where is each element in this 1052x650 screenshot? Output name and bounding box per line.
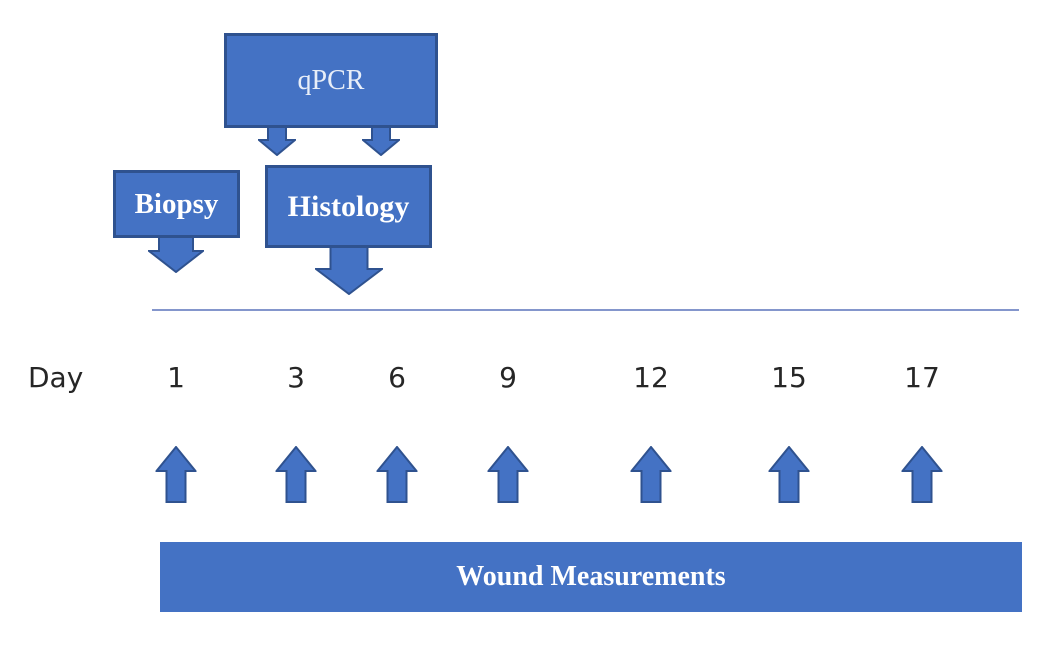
up-arrow-icon	[155, 446, 197, 503]
up-arrow-icon	[487, 446, 529, 503]
day-tick-17: 17	[904, 361, 940, 394]
day-tick-9: 9	[499, 361, 517, 394]
up-arrow-icon	[630, 446, 672, 503]
histology-box-label: Histology	[287, 189, 410, 223]
day-tick-6: 6	[388, 361, 406, 394]
down-arrow-icon	[362, 126, 400, 156]
day-tick-3: 3	[287, 361, 305, 394]
timeline-line	[152, 309, 1019, 311]
day-axis-label: Day	[28, 361, 84, 394]
wound-measurements-label: Wound Measurements	[456, 561, 726, 592]
wound-measurements-bar: Wound Measurements	[160, 542, 1022, 612]
day-tick-12: 12	[633, 361, 669, 394]
qpcr-box-label: qPCR	[297, 64, 365, 96]
down-arrow-icon	[148, 236, 204, 273]
down-arrow-icon	[258, 126, 296, 156]
up-arrow-icon	[768, 446, 810, 503]
histology-box: Histology	[265, 165, 432, 248]
up-arrow-icon	[376, 446, 418, 503]
up-arrow-icon	[901, 446, 943, 503]
down-arrow-icon	[315, 246, 383, 295]
day-tick-15: 15	[771, 361, 807, 394]
day-tick-1: 1	[167, 361, 185, 394]
up-arrow-icon	[275, 446, 317, 503]
qpcr-box: qPCR	[224, 33, 438, 128]
biopsy-box-label: Biopsy	[134, 187, 219, 220]
biopsy-box: Biopsy	[113, 170, 240, 238]
